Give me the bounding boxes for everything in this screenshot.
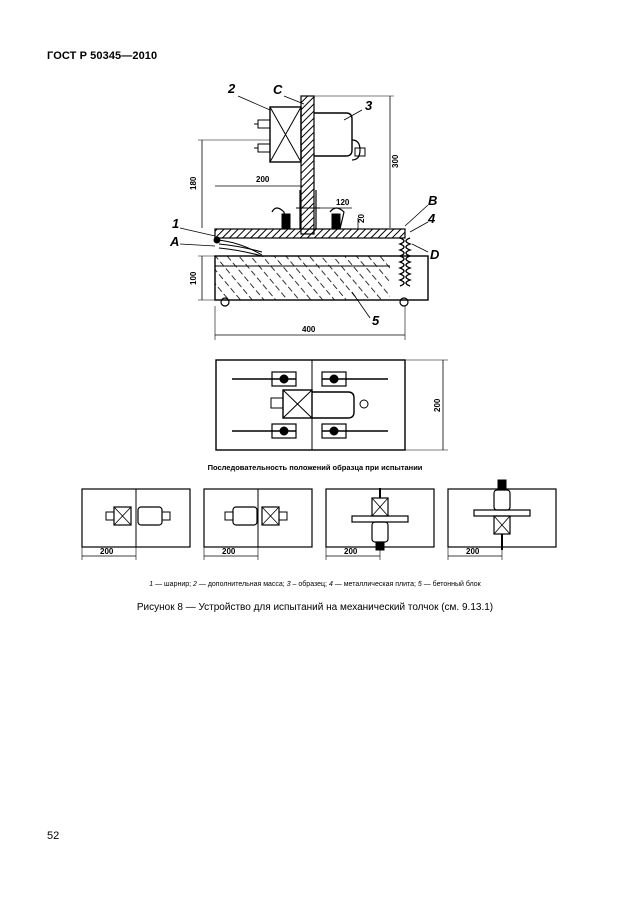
top-view-dim-200: 200 bbox=[433, 398, 442, 412]
document-header: ГОСТ Р 50345—2010 bbox=[47, 50, 158, 62]
legend-num-1: 1 bbox=[149, 581, 154, 588]
legend-num-2: 2 bbox=[193, 581, 197, 588]
dim-100: 100 bbox=[189, 271, 198, 285]
label-1: 1 bbox=[172, 216, 179, 231]
additional-mass bbox=[269, 106, 302, 163]
legend-text-1: — шарнир; bbox=[153, 581, 194, 588]
legend-text-3: – образец; bbox=[290, 581, 329, 588]
legend-text-5: — бетонный блок bbox=[421, 581, 481, 588]
sequence-view-4 bbox=[447, 479, 557, 560]
sequence-dim-3: 200 bbox=[344, 547, 358, 556]
sequence-view-1 bbox=[81, 488, 191, 560]
label-d: D bbox=[430, 247, 440, 262]
label-4: 4 bbox=[427, 211, 436, 226]
page-number: 52 bbox=[47, 830, 60, 842]
top-view bbox=[215, 359, 448, 451]
label-a: A bbox=[169, 234, 179, 249]
label-5: 5 bbox=[372, 313, 380, 328]
dim-120: 120 bbox=[336, 198, 350, 207]
metal-plate bbox=[214, 228, 406, 239]
legend-text-4: — металлическая плита; bbox=[332, 581, 418, 588]
figure-8-drawing: 2 C 3 1 A B 4 D 5 300 180 200 120 20 100… bbox=[81, 81, 557, 560]
specimen bbox=[314, 112, 353, 157]
sequence-dim-4: 200 bbox=[466, 547, 480, 556]
dim-180: 180 bbox=[189, 176, 198, 190]
dim-400: 400 bbox=[302, 325, 316, 334]
sequence-view-2 bbox=[203, 488, 313, 560]
label-3: 3 bbox=[365, 98, 373, 113]
legend-num-3: 3 bbox=[286, 581, 291, 588]
vertical-post bbox=[300, 95, 315, 235]
side-view bbox=[179, 95, 429, 340]
dim-200: 200 bbox=[256, 175, 270, 184]
sequence-title: Последовательность положений образца при… bbox=[207, 463, 423, 472]
legend: 1 — шарнир; 2 — дополнительная масса; 3 … bbox=[0, 581, 630, 588]
spring bbox=[398, 237, 405, 287]
legend-num-5: 5 bbox=[417, 581, 422, 588]
label-2: 2 bbox=[227, 81, 236, 96]
dim-20: 20 bbox=[357, 214, 366, 223]
label-c: C bbox=[273, 82, 283, 97]
sequence-dim-1: 200 bbox=[100, 547, 114, 556]
sequence-view-3 bbox=[325, 488, 435, 560]
label-b: B bbox=[428, 193, 437, 208]
legend-num-4: 4 bbox=[328, 581, 333, 588]
legend-text-2: — дополнительная масса; bbox=[196, 581, 287, 588]
figure-caption: Рисунок 8 — Устройство для испытаний на … bbox=[136, 602, 494, 613]
sequence-dim-2: 200 bbox=[222, 547, 236, 556]
dim-300: 300 bbox=[391, 154, 400, 168]
